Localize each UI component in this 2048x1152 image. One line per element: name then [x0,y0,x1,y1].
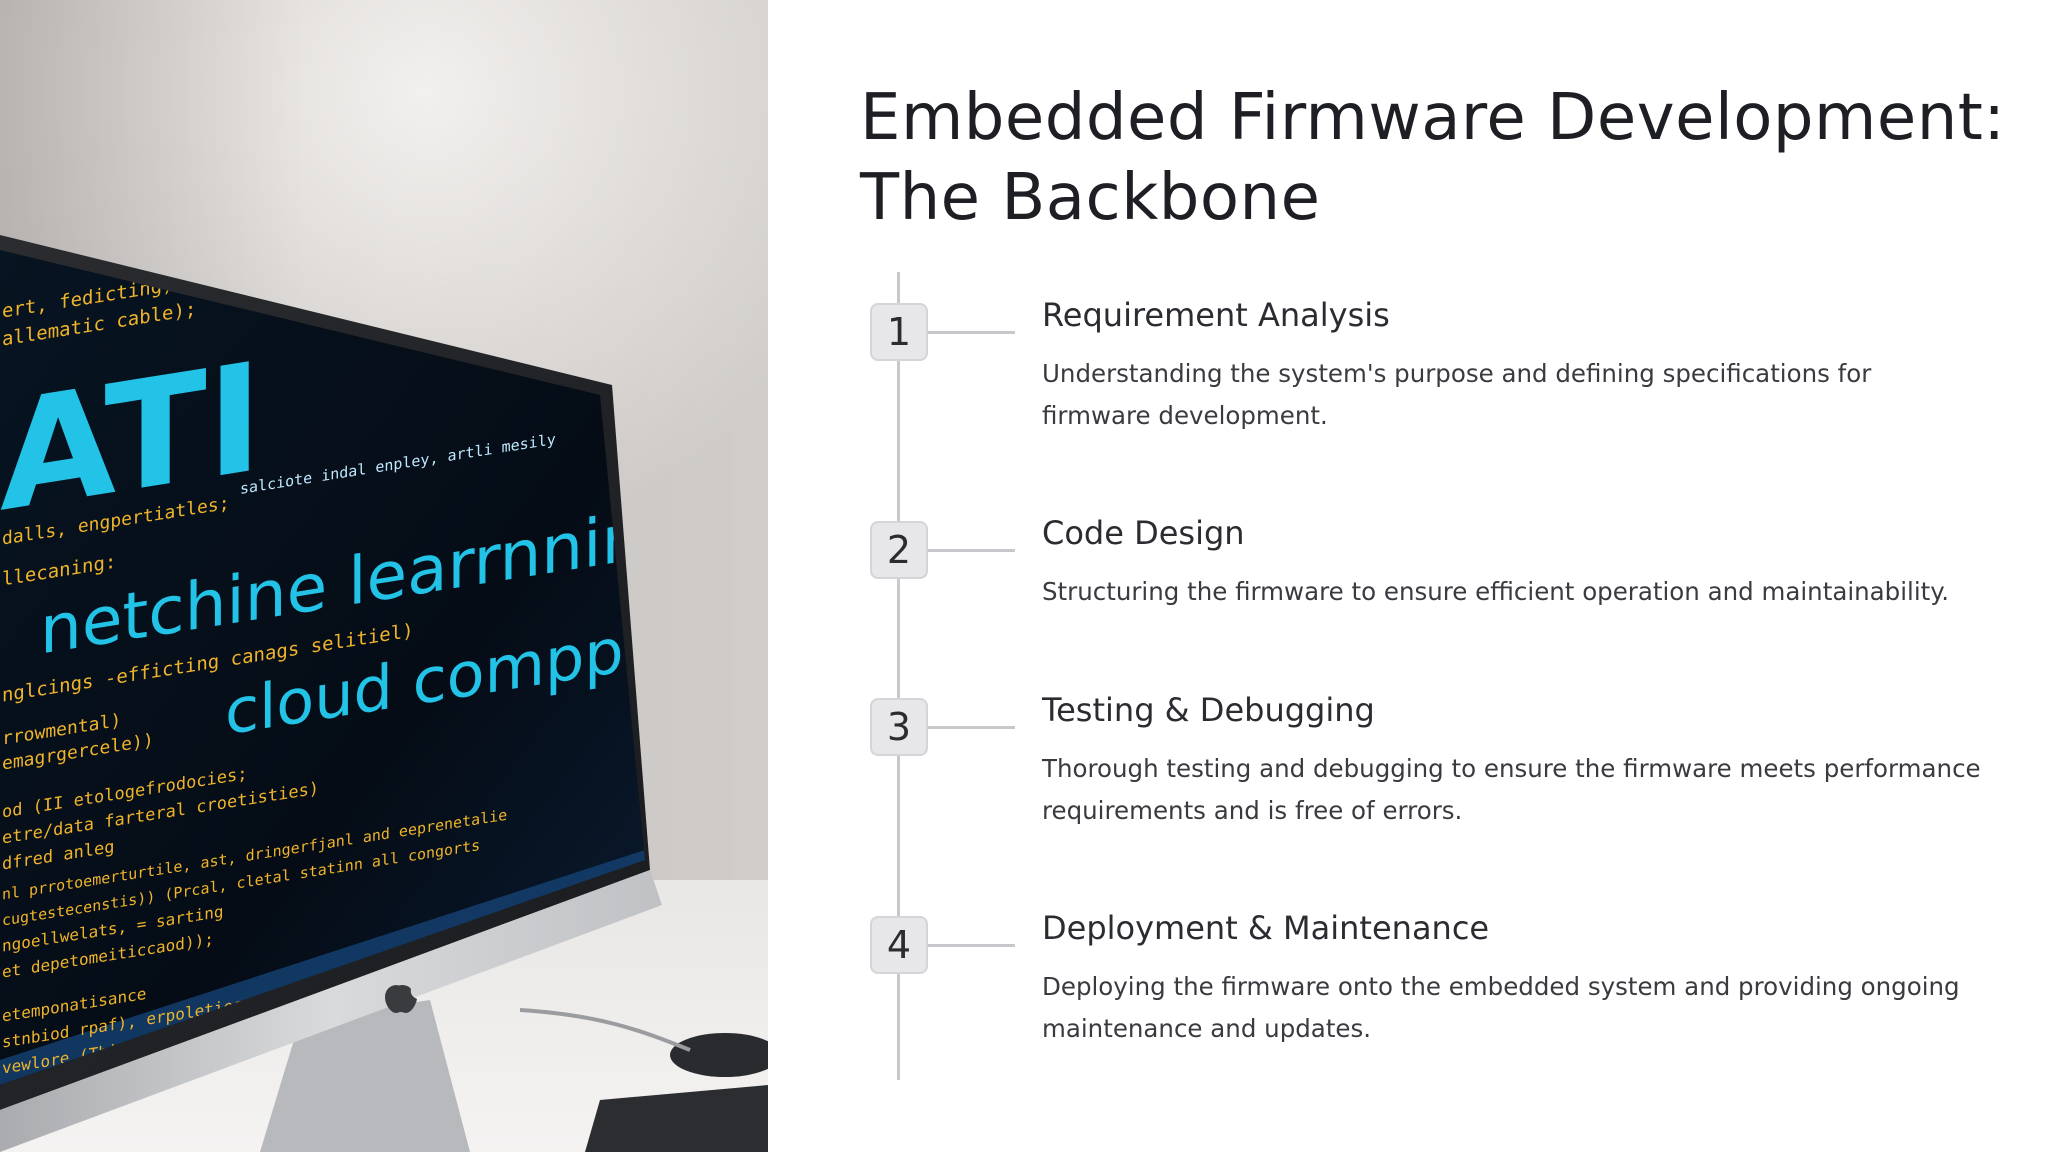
monitor-illustration: ert, fedicting) allematic cable); ATI sa… [0,235,768,1152]
step-connector [928,549,1015,552]
page-title-line: The Backbone [860,161,1321,235]
page-title: Embedded Firmware Development: The Backb… [860,78,2010,238]
step-description: Thorough testing and debugging to ensure… [1042,754,1981,825]
monitor-chin [0,870,662,1152]
screen-big-word: ATI [0,329,263,545]
step-connector [928,331,1015,334]
slide-content: Embedded Firmware Development: The Backb… [860,0,2010,1152]
step-number-badge: 1 [870,303,928,361]
hero-photo: ert, fedicting) allematic cable); ATI sa… [0,0,768,1152]
monitor-screen [0,250,645,1085]
step-title: Requirement Analysis [1042,296,1390,334]
step-connector [928,944,1015,947]
step-number-badge: 2 [870,521,928,579]
step-description: Structuring the firmware to ensure effic… [1042,577,1950,606]
step-number-badge: 4 [870,916,928,974]
step-connector [928,726,1015,729]
apple-logo-icon [385,985,417,1013]
step-number-badge: 3 [870,698,928,756]
page-title-line: Embedded Firmware Development: [860,81,2006,155]
mouse [670,1033,768,1077]
monitor-stand [260,1000,470,1152]
step-title: Testing & Debugging [1042,691,1375,729]
step-description: Understanding the system's purpose and d… [1042,359,1872,430]
step-title: Deployment & Maintenance [1042,909,1490,947]
timeline-vertical-line [897,272,900,1080]
step-description: Deploying the firmware onto the embedded… [1042,972,1960,1043]
keyboard [585,1085,768,1152]
step-title: Code Design [1042,514,1245,552]
